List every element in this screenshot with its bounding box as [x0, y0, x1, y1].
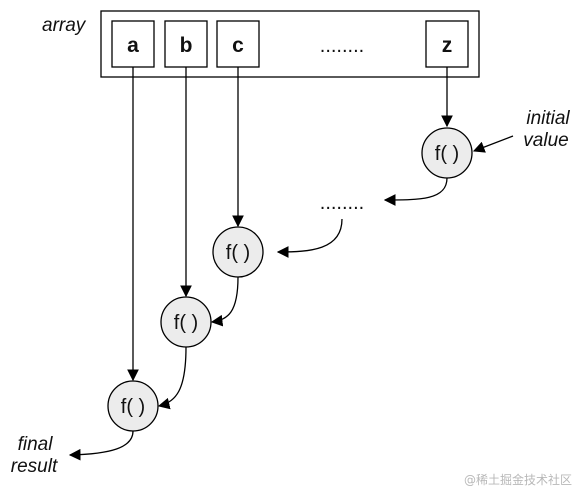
initial-value-label-line1: initial [526, 108, 570, 129]
middle-ellipsis: ........ [320, 192, 364, 214]
function-node-a-text: f( ) [121, 396, 145, 418]
array-container [100, 10, 480, 78]
curve-fa-to-result [68, 430, 134, 461]
array-cell-b-text: b [180, 34, 193, 57]
array-cell-a-text: a [127, 34, 139, 57]
function-node-b-text: f( ) [174, 312, 198, 334]
function-node-z-text: f( ) [435, 143, 459, 165]
array-cell-c: c [216, 20, 260, 68]
function-node-b: f( ) [160, 296, 212, 348]
watermark: @稀土掘金技术社区 [464, 472, 572, 487]
function-node-z: f( ) [421, 127, 473, 179]
final-result-label-line1: final [18, 434, 54, 455]
array-cell-a: a [111, 20, 155, 68]
function-node-c: f( ) [212, 226, 264, 278]
curve-ellipsis-to-fc [276, 218, 343, 258]
initial-value-label-line2: value [523, 130, 568, 151]
final-result-label-line2: result [11, 456, 58, 477]
arrow-initial-to-fz [472, 135, 514, 153]
array-label: array [42, 15, 87, 36]
array-ellipsis: ........ [320, 35, 364, 57]
array-cell-z-text: z [442, 34, 453, 57]
function-node-c-text: f( ) [226, 242, 250, 264]
function-node-a: f( ) [107, 380, 159, 432]
array-cell-c-text: c [232, 34, 244, 57]
array-cell-z: z [425, 20, 469, 68]
curve-fb-to-fa [157, 346, 187, 410]
curve-fz-to-ellipsis [383, 177, 448, 206]
array-cell-b: b [164, 20, 208, 68]
curve-fc-to-fb [210, 276, 239, 327]
